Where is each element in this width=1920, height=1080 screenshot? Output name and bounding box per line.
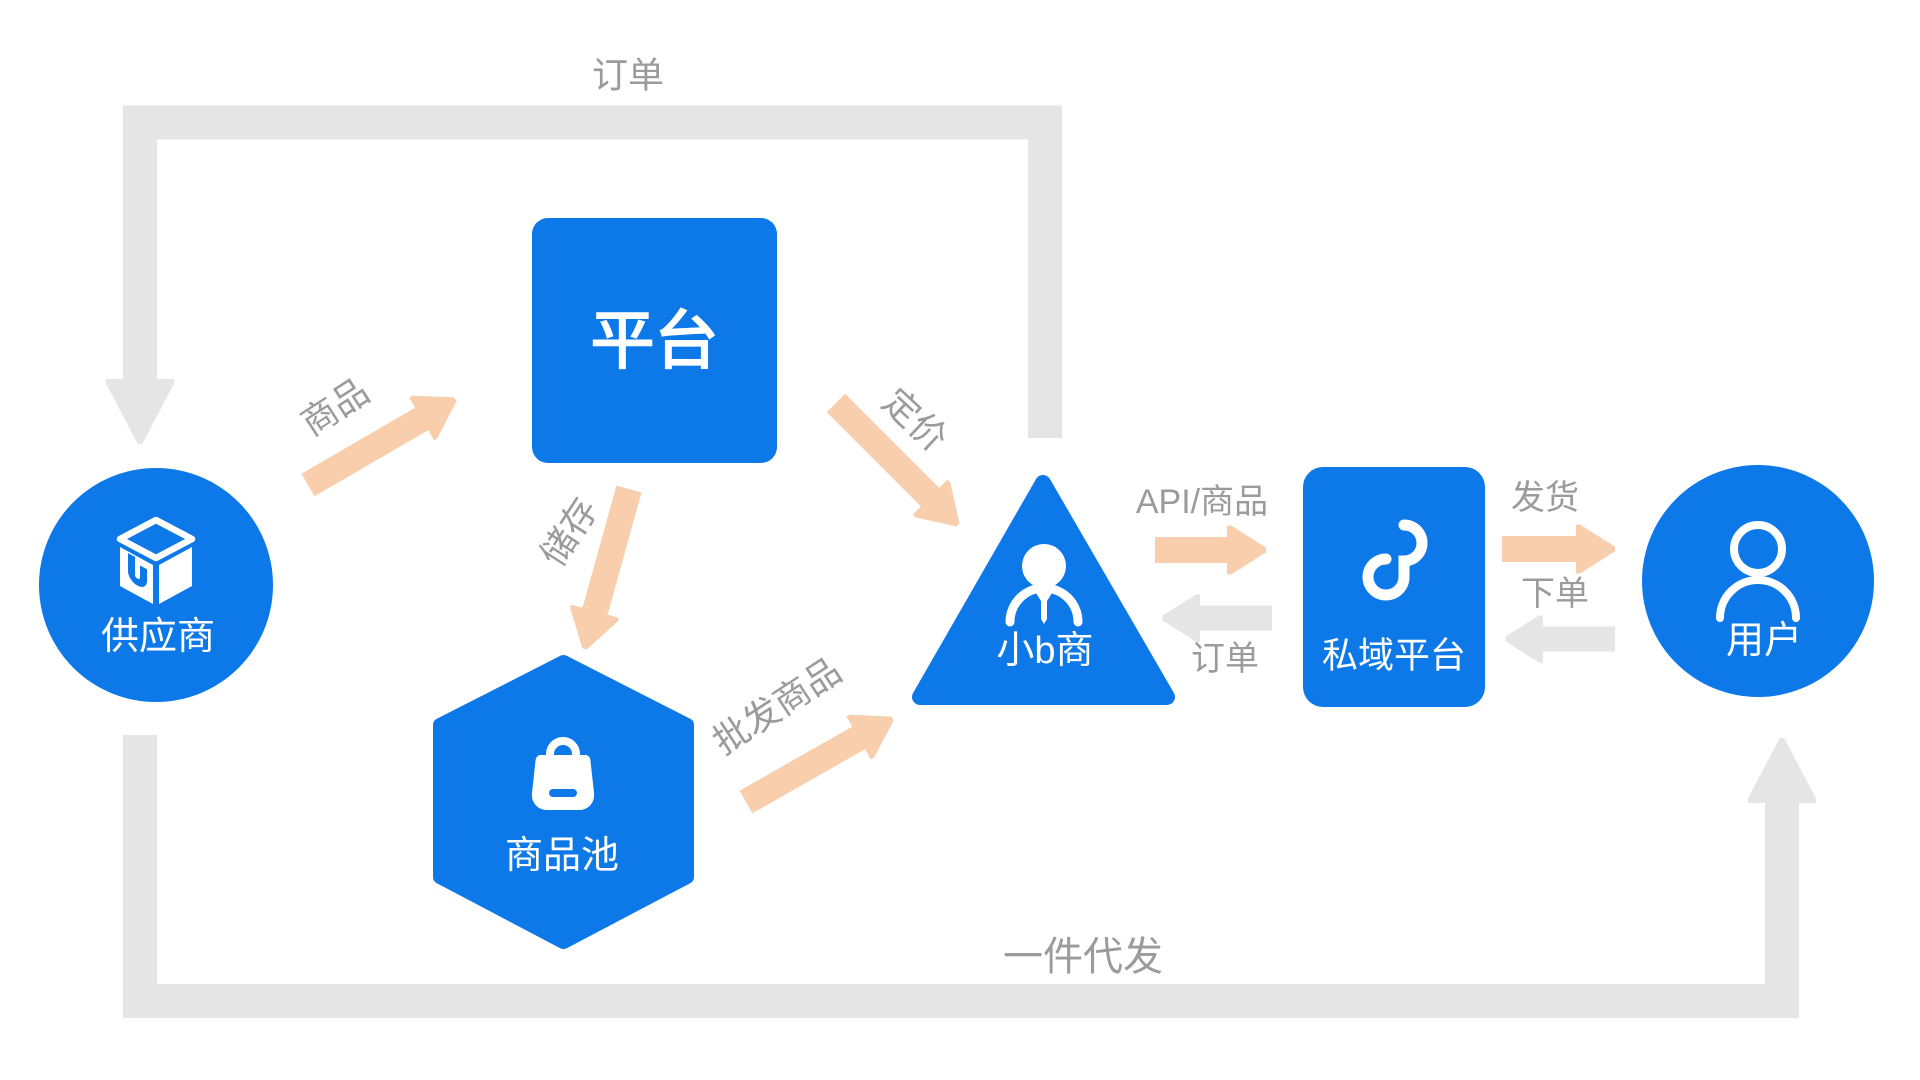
merchant-person-icon xyxy=(1005,544,1083,627)
wholesale-goods-arrow xyxy=(739,736,862,814)
edge-pricing: 定价 xyxy=(826,380,955,500)
storage-label: 储存 xyxy=(532,491,606,574)
shopping-bag-icon xyxy=(531,737,595,810)
order-top-label: 订单 xyxy=(592,55,664,96)
edge-order-top: 订单 xyxy=(140,55,1062,439)
supplier-shape xyxy=(39,468,273,702)
small-b-merchant-label: 小b商 xyxy=(996,630,1093,672)
edge-goods: 商品 xyxy=(294,370,425,497)
product-pool-label: 商品池 xyxy=(505,835,619,877)
ship-label: 发货 xyxy=(1511,479,1579,517)
platform-label: 平台 xyxy=(591,305,719,377)
order-top-line xyxy=(140,105,1062,439)
edge-api-goods: API/商品 xyxy=(1136,483,1268,550)
edge-dropship: 一件代发 xyxy=(123,735,1782,1018)
goods-arrow xyxy=(301,417,425,497)
pricing-arrow xyxy=(826,393,933,500)
api-goods-label: API/商品 xyxy=(1136,483,1268,521)
goods-label: 商品 xyxy=(294,370,377,444)
storage-arrow xyxy=(594,485,642,615)
user-label: 用户 xyxy=(1726,620,1802,662)
platform-shape xyxy=(532,218,777,463)
node-small-b-merchant: 小b商 xyxy=(912,475,1175,705)
supplier-label: 供应商 xyxy=(101,616,215,658)
private-domain-platform-label: 私域平台 xyxy=(1322,635,1466,676)
node-private-domain-platform: 私域平台 xyxy=(1303,467,1485,707)
place-order-label: 下单 xyxy=(1521,575,1589,613)
edge-ship: 发货 xyxy=(1502,479,1580,549)
edge-place-order: 下单 xyxy=(1521,575,1615,639)
edge-wholesale-goods: 批发商品 xyxy=(705,650,862,814)
node-supplier: 供应商 xyxy=(39,468,273,702)
dropship-label: 一件代发 xyxy=(1003,935,1163,979)
node-product-pool: 商品池 xyxy=(433,655,694,949)
edge-order-mid: 订单 xyxy=(1191,618,1272,678)
dropship-line xyxy=(123,735,1782,1018)
package-cube-icon xyxy=(116,516,196,604)
person-outline-icon xyxy=(1716,521,1800,622)
mini-program-icon xyxy=(1362,519,1428,601)
order-mid-label: 订单 xyxy=(1191,640,1259,678)
node-platform: 平台 xyxy=(532,218,777,463)
edge-storage: 储存 xyxy=(532,485,642,615)
node-user: 用户 xyxy=(1642,465,1874,697)
